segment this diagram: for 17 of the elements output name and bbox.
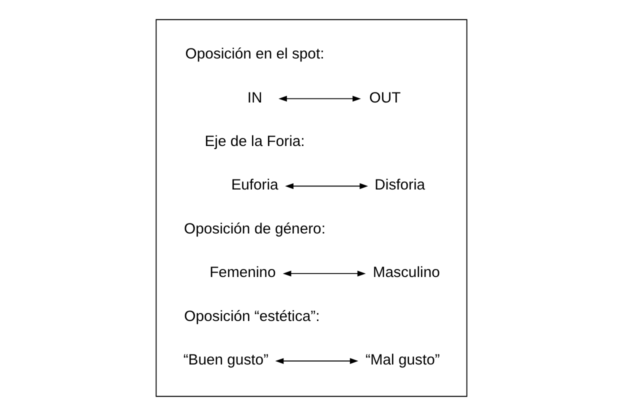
- label: Eje de la Foria:: [204, 134, 304, 150]
- label: Oposición de género:: [184, 221, 325, 238]
- arrow: [282, 270, 366, 277]
- label: Oposición “estética”:: [184, 308, 320, 325]
- node-text: Masculino: [372, 265, 440, 282]
- node-text: “Mal gusto”: [364, 352, 440, 369]
- arrow: [284, 183, 368, 190]
- node-text: Disforia: [374, 178, 425, 194]
- node-text: “Buen gusto”: [182, 352, 268, 369]
- arrow: [274, 358, 358, 364]
- node-text: Femenino: [209, 265, 276, 282]
- arrow: [278, 96, 360, 102]
- label: Oposición en el spot:: [184, 46, 324, 63]
- cluster: [155, 19, 467, 397]
- node-text: IN: [246, 90, 262, 106]
- node-text: Euforia: [230, 178, 278, 194]
- node-text: OUT: [368, 90, 400, 106]
